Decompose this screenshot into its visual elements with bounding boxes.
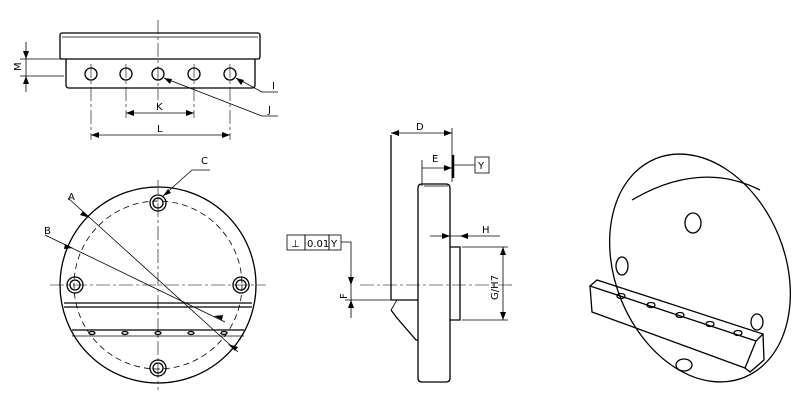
label-G: G/H7 bbox=[490, 275, 501, 300]
label-K: K bbox=[156, 102, 163, 113]
iso-hole-top bbox=[684, 212, 702, 234]
iso-bracket-side bbox=[589, 285, 757, 369]
label-H: H bbox=[482, 225, 490, 236]
side-view-bracket bbox=[390, 299, 418, 341]
label-E: E bbox=[432, 154, 438, 165]
iso-bracket-holes bbox=[616, 292, 743, 337]
label-B: B bbox=[44, 226, 51, 237]
iso-hole-left bbox=[615, 256, 629, 276]
label-C: C bbox=[201, 156, 208, 167]
tolerance-symbol: ⊥ bbox=[291, 239, 300, 250]
label-L: L bbox=[157, 124, 163, 135]
top-view-flange bbox=[65, 59, 256, 89]
tolerance-value: 0.01 bbox=[307, 239, 329, 250]
side-view-spigot bbox=[450, 246, 461, 321]
side-view-flange bbox=[417, 183, 451, 383]
label-I: I bbox=[272, 81, 275, 92]
label-J: J bbox=[267, 105, 271, 116]
isometric-view bbox=[588, 153, 792, 383]
label-M: M bbox=[13, 62, 24, 71]
iso-bracket-top bbox=[588, 279, 765, 342]
circle-view-holes bbox=[66, 194, 250, 377]
iso-hole-bottom bbox=[675, 358, 693, 372]
tolerance-datum: Y bbox=[330, 239, 338, 250]
label-F: F bbox=[339, 293, 350, 299]
slot-holes bbox=[88, 330, 228, 336]
iso-hole-right bbox=[750, 313, 764, 331]
top-view-holes bbox=[84, 64, 237, 140]
iso-flange-face bbox=[608, 153, 792, 383]
circle-view: A B C bbox=[44, 156, 266, 390]
label-D: D bbox=[416, 122, 424, 133]
top-view: M K L I J bbox=[13, 20, 278, 140]
tolerance-frame: ⊥ 0.01 Y bbox=[286, 234, 352, 262]
label-Y: Y bbox=[477, 161, 485, 172]
datum-Y-box bbox=[474, 156, 490, 174]
side-view: D E Y H G/H7 F ⊥ 0.01 bbox=[286, 122, 512, 383]
label-A: A bbox=[68, 192, 75, 203]
